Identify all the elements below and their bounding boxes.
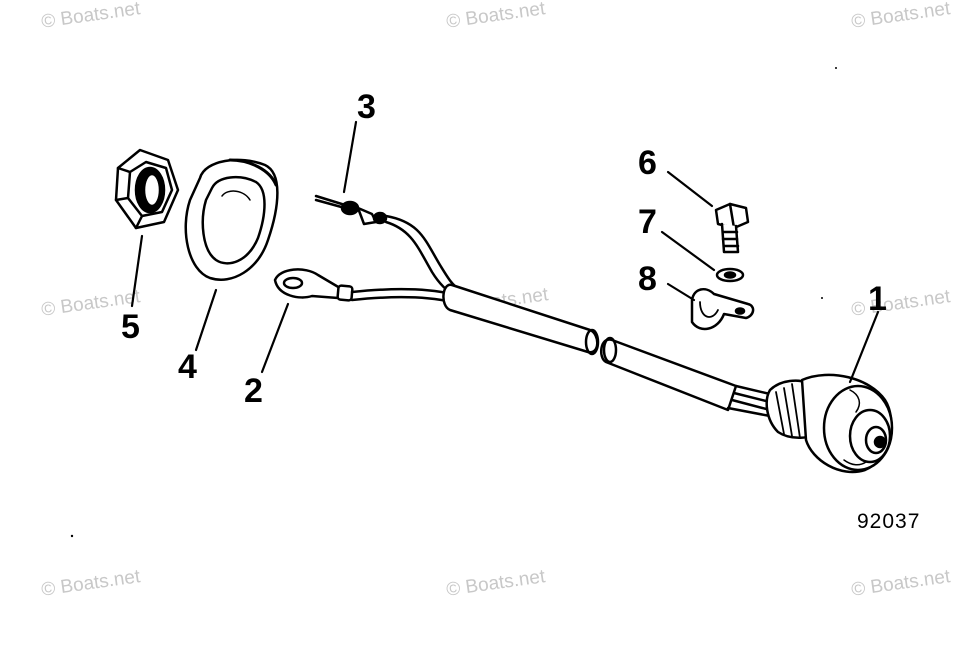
washer-part — [715, 267, 745, 283]
ring-part — [184, 158, 279, 281]
callout-4: 4 — [178, 348, 197, 386]
leader-lines — [130, 120, 880, 384]
callout-7: 7 — [638, 203, 657, 241]
leader-line-6 — [666, 170, 714, 208]
scan-specks — [70, 67, 837, 538]
ring-terminal-part — [273, 268, 354, 302]
hex-nut-part — [114, 148, 180, 230]
bolt-part — [714, 202, 750, 254]
leader-line-4 — [194, 288, 218, 352]
callout-1: 1 — [868, 280, 887, 318]
callout-8: 8 — [638, 260, 657, 298]
figure-number: 92037 — [857, 510, 921, 533]
leader-line-7 — [660, 230, 716, 272]
callout-3: 3 — [357, 88, 376, 126]
cable-sheath — [599, 336, 772, 418]
leader-line-8 — [666, 282, 696, 302]
leader-line-2 — [260, 302, 290, 374]
pin-connector-part — [314, 194, 388, 226]
clamp-part — [690, 287, 755, 331]
cable-sheath — [442, 283, 600, 356]
sensor-switch-part — [765, 373, 894, 473]
callout-6: 6 — [638, 144, 657, 182]
leader-line-5 — [130, 234, 144, 308]
leader-line-3 — [342, 120, 358, 194]
callout-2: 2 — [244, 372, 263, 410]
leader-line-1 — [848, 310, 880, 384]
callout-5: 5 — [121, 308, 140, 346]
